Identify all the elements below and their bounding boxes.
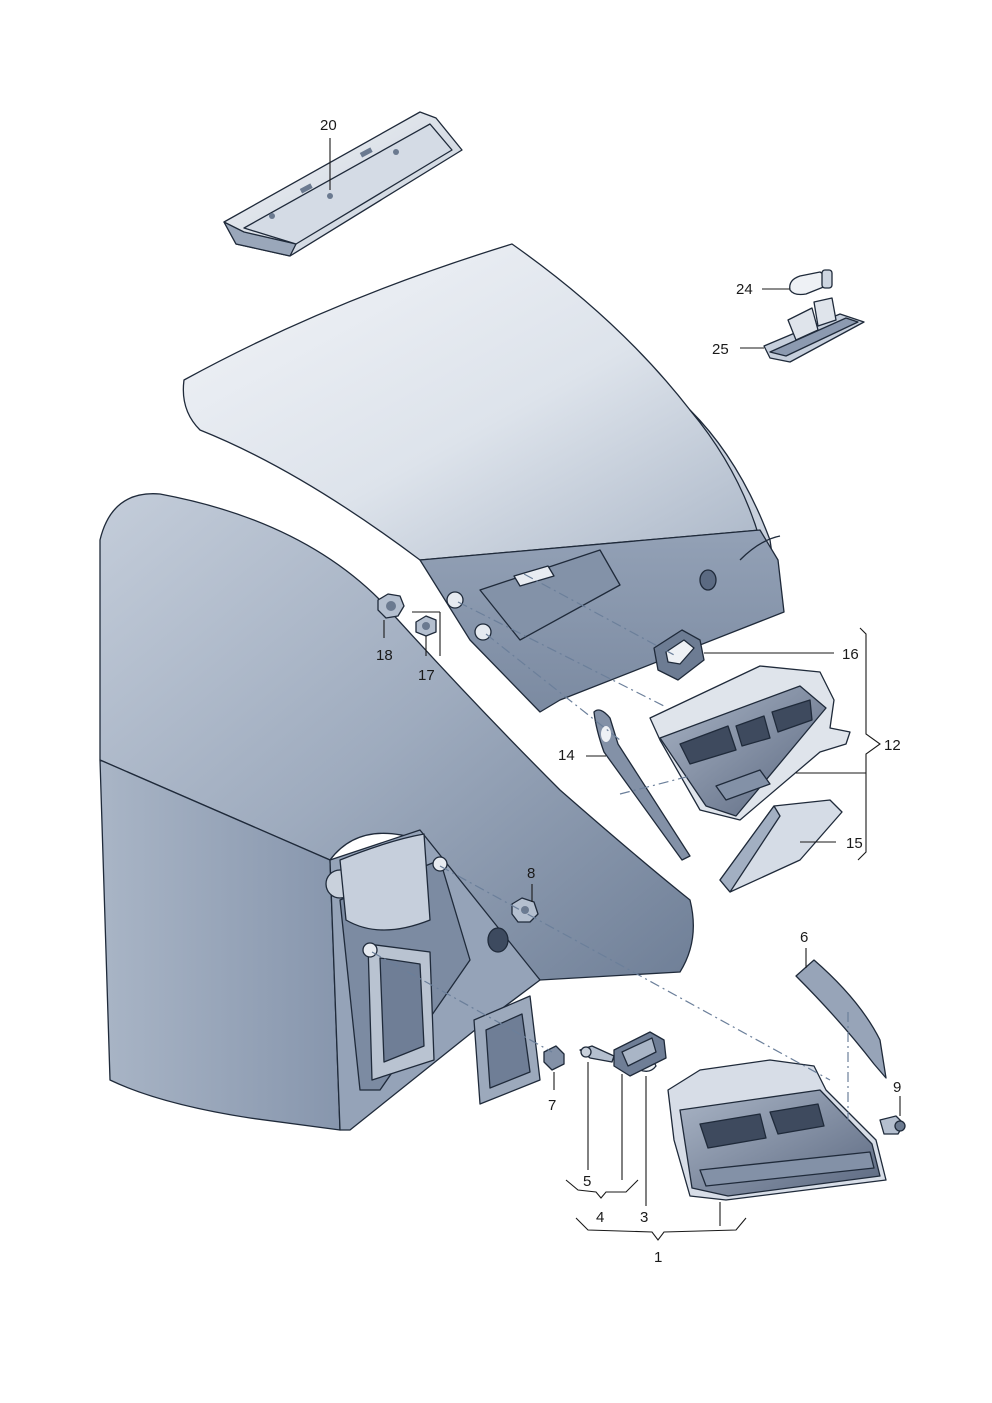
label-4: 4	[596, 1209, 604, 1226]
label-3: 3	[640, 1209, 648, 1226]
outer-tail-light-part-1	[667, 1059, 887, 1201]
bulb-part-24	[789, 269, 833, 296]
label-15: 15	[846, 835, 863, 852]
nut-part-8	[511, 897, 539, 923]
leader-lines	[329, 138, 901, 1241]
label-24: 24	[736, 281, 753, 298]
nut-part-18	[377, 593, 405, 619]
label-17: 17	[418, 667, 435, 684]
gasket-part-14	[593, 709, 691, 861]
label-1: 1	[654, 1249, 662, 1266]
label-14: 14	[558, 747, 575, 764]
trim-strip-part-6	[795, 959, 887, 1079]
label-9: 9	[893, 1079, 901, 1096]
label-5: 5	[583, 1173, 591, 1190]
bulb-holder-part-4	[613, 1031, 667, 1077]
assembly-lines	[371, 573, 849, 1120]
label-8: 8	[527, 865, 535, 882]
label-20: 20	[320, 117, 337, 134]
label-6: 6	[800, 929, 808, 946]
screw-part-5	[579, 1045, 615, 1063]
callout-labels: 20 24 25 16 18 17 12 14 15 8 6 9 7 5 4 3…	[320, 117, 901, 1266]
label-12: 12	[884, 737, 901, 754]
label-7: 7	[548, 1097, 556, 1114]
cover-part-15	[719, 799, 843, 893]
brake-light-part-20	[223, 111, 463, 257]
licence-plate-light-part-25	[763, 297, 865, 363]
rear-body-panel	[99, 493, 694, 1131]
expanding-nut-part-7	[543, 1045, 565, 1071]
label-25: 25	[712, 341, 729, 358]
screw-part-9	[879, 1115, 906, 1135]
seal-part-16	[653, 629, 705, 681]
label-16: 16	[842, 646, 859, 663]
label-18: 18	[376, 647, 393, 664]
boot-lid	[182, 243, 785, 713]
inner-tail-light-part-12	[649, 665, 851, 821]
nut-part-17	[415, 615, 437, 637]
